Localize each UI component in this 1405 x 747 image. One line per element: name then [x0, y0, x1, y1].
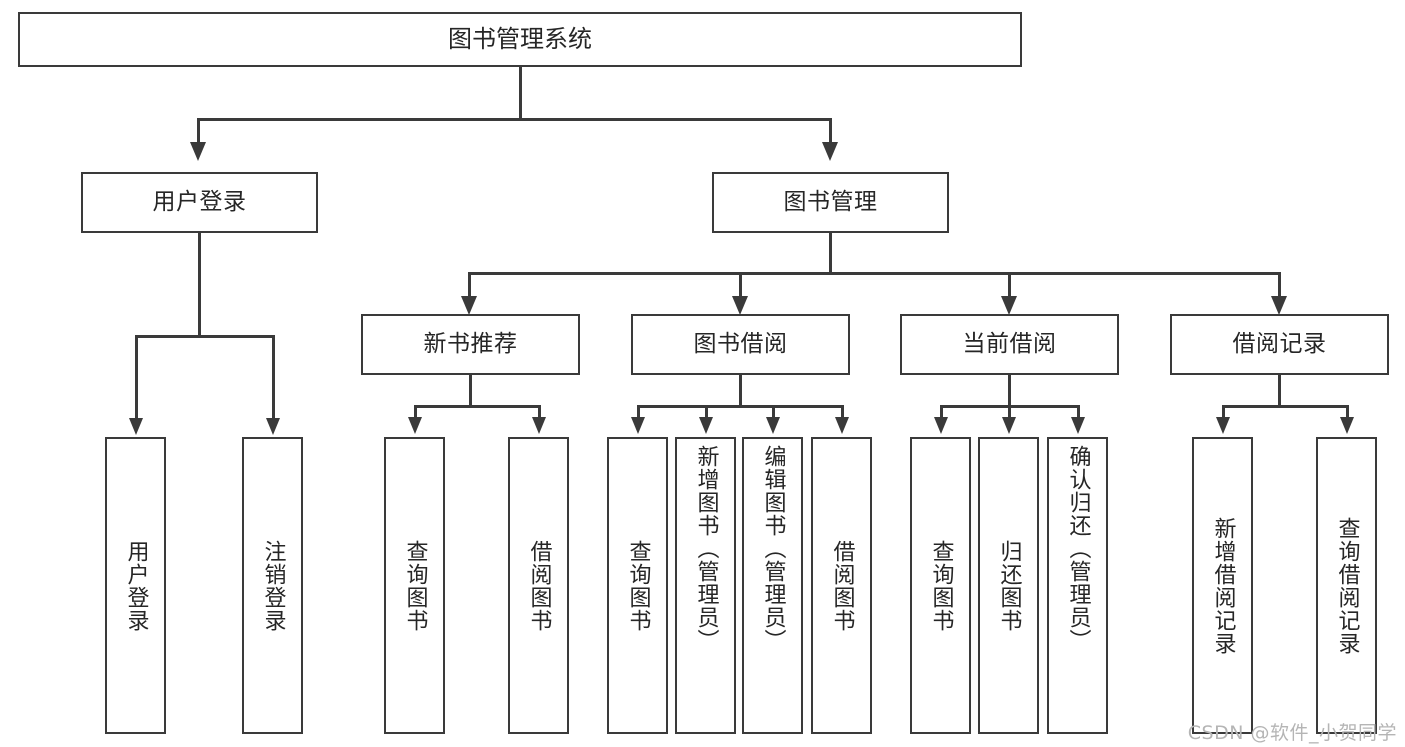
- connector-current-borrow-leaf-3: [1077, 405, 1080, 419]
- connector-new-book-leaf-2: [538, 405, 541, 419]
- leaf-add-book-admin[interactable]: 新增图书（管理员）: [675, 437, 736, 734]
- leaf-query-book-borrow[interactable]: 查询图书: [607, 437, 668, 734]
- leaf-edit-book-admin[interactable]: 编辑图书（管理员）: [742, 437, 803, 734]
- leaf-label: 确认归还（管理员）: [1065, 445, 1091, 652]
- arrow-to-user-login: [190, 142, 206, 161]
- node-label: 用户登录: [152, 188, 247, 215]
- arrow-new-book-leaf-1: [408, 417, 422, 434]
- connector-level2-bar: [197, 118, 831, 121]
- connector-to-book-management: [829, 118, 832, 144]
- connector-book-borrow-stem: [739, 375, 742, 405]
- connector-level3-bar: [468, 272, 1278, 275]
- node-label: 新书推荐: [423, 330, 518, 357]
- leaf-label: 注销登录: [260, 539, 286, 632]
- connector-book-borrow-leaf-2: [705, 405, 708, 419]
- arrow-to-new-book-recommend: [461, 296, 477, 315]
- arrow-book-borrow-leaf-2: [699, 417, 713, 434]
- arrow-book-borrow-leaf-1: [631, 417, 645, 434]
- arrow-new-book-leaf-2: [532, 417, 546, 434]
- node-label: 图书借阅: [693, 330, 788, 357]
- arrow-user-login-leaf-2: [266, 418, 280, 435]
- connector-to-new-book-recommend: [468, 272, 471, 298]
- leaf-label: 新增图书（管理员）: [693, 445, 719, 652]
- connector-current-borrow-leaf-1: [940, 405, 943, 419]
- connector-new-book-bar: [414, 405, 541, 408]
- node-label: 图书管理系统: [448, 25, 592, 54]
- arrow-book-borrow-leaf-4: [835, 417, 849, 434]
- node-label: 借阅记录: [1232, 330, 1327, 357]
- node-root-book-management-system[interactable]: 图书管理系统: [18, 12, 1022, 67]
- leaf-label: 查询图书: [928, 539, 954, 632]
- connector-book-borrow-bar: [637, 405, 844, 408]
- leaf-label: 借阅图书: [829, 539, 855, 632]
- leaf-query-book-current[interactable]: 查询图书: [910, 437, 971, 734]
- leaf-label: 查询图书: [625, 539, 651, 632]
- connector-new-book-stem: [469, 375, 472, 405]
- connector-to-book-borrow: [739, 272, 742, 298]
- leaf-label: 编辑图书（管理员）: [760, 445, 786, 652]
- leaf-query-borrow-record[interactable]: 查询借阅记录: [1316, 437, 1377, 734]
- connector-book-management-stem: [829, 233, 832, 272]
- connector-user-login-bar: [135, 335, 275, 338]
- leaf-return-book[interactable]: 归还图书: [978, 437, 1039, 734]
- leaf-add-borrow-record[interactable]: 新增借阅记录: [1192, 437, 1253, 734]
- leaf-label: 归还图书: [996, 539, 1022, 632]
- node-new-book-recommend[interactable]: 新书推荐: [361, 314, 580, 375]
- leaf-user-login[interactable]: 用户登录: [105, 437, 166, 734]
- arrow-to-current-borrow: [1001, 296, 1017, 315]
- arrow-user-login-leaf-1: [129, 418, 143, 435]
- arrow-to-borrow-record: [1271, 296, 1287, 315]
- connector-to-borrow-record: [1278, 272, 1281, 298]
- leaf-query-book-recommend[interactable]: 查询图书: [384, 437, 445, 734]
- connector-current-borrow-stem: [1008, 375, 1011, 405]
- connector-user-login-stem: [198, 233, 201, 335]
- leaf-label: 用户登录: [123, 539, 149, 632]
- node-user-login[interactable]: 用户登录: [81, 172, 318, 233]
- watermark-text: CSDN @软件_小贺同学: [1187, 722, 1397, 744]
- connector-book-borrow-leaf-4: [841, 405, 844, 419]
- node-label: 图书管理: [783, 188, 878, 215]
- connector-to-user-login: [197, 118, 200, 144]
- node-borrow-record[interactable]: 借阅记录: [1170, 314, 1389, 375]
- leaf-label: 查询借阅记录: [1334, 516, 1360, 655]
- arrow-to-book-management: [822, 142, 838, 161]
- arrow-borrow-record-leaf-2: [1340, 417, 1354, 434]
- node-current-borrow[interactable]: 当前借阅: [900, 314, 1119, 375]
- leaf-borrow-book-recommend[interactable]: 借阅图书: [508, 437, 569, 734]
- arrow-to-book-borrow: [732, 296, 748, 315]
- connector-book-borrow-leaf-1: [637, 405, 640, 419]
- arrow-current-borrow-leaf-1: [934, 417, 948, 434]
- connector-current-borrow-leaf-2: [1008, 405, 1011, 419]
- node-book-management[interactable]: 图书管理: [712, 172, 949, 233]
- connector-to-current-borrow: [1008, 272, 1011, 298]
- connector-borrow-record-leaf-1: [1222, 405, 1225, 419]
- leaf-logout[interactable]: 注销登录: [242, 437, 303, 734]
- leaf-label: 新增借阅记录: [1210, 516, 1236, 655]
- connector-user-login-leaf-2: [272, 335, 275, 420]
- leaf-confirm-return-admin[interactable]: 确认归还（管理员）: [1047, 437, 1108, 734]
- arrow-borrow-record-leaf-1: [1216, 417, 1230, 434]
- connector-borrow-record-stem: [1278, 375, 1281, 405]
- leaf-label: 查询图书: [402, 539, 428, 632]
- connector-borrow-record-leaf-2: [1346, 405, 1349, 419]
- arrow-book-borrow-leaf-3: [766, 417, 780, 434]
- connector-book-borrow-leaf-3: [772, 405, 775, 419]
- connector-root-stem: [519, 67, 522, 118]
- node-label: 当前借阅: [962, 330, 1057, 357]
- connector-user-login-leaf-1: [135, 335, 138, 420]
- arrow-current-borrow-leaf-3: [1071, 417, 1085, 434]
- connector-new-book-leaf-1: [414, 405, 417, 419]
- leaf-label: 借阅图书: [526, 539, 552, 632]
- connector-borrow-record-bar: [1222, 405, 1349, 408]
- arrow-current-borrow-leaf-2: [1002, 417, 1016, 434]
- node-book-borrow[interactable]: 图书借阅: [631, 314, 850, 375]
- leaf-borrow-book[interactable]: 借阅图书: [811, 437, 872, 734]
